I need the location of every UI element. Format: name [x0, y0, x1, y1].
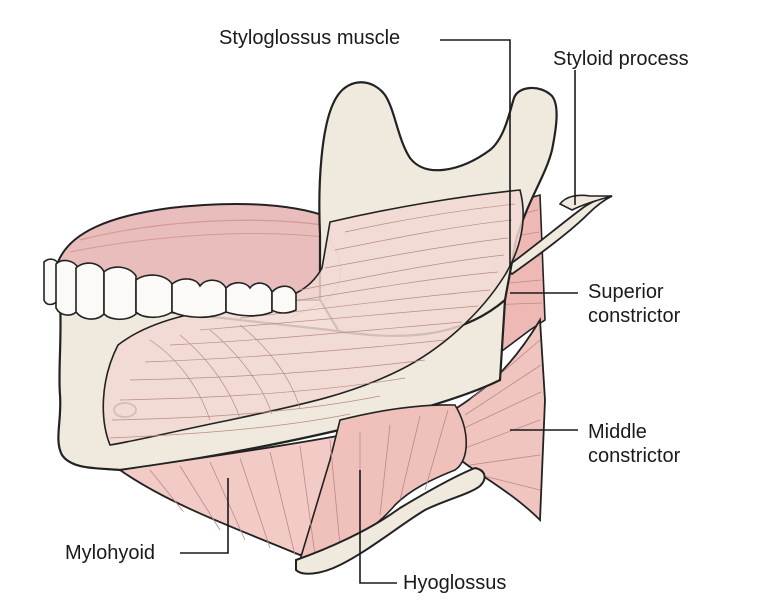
label-superior-constrictor: Superior constrictor	[588, 280, 680, 328]
leader-hyoglossus	[359, 470, 397, 584]
label-mylohyoid: Mylohyoid	[65, 542, 156, 564]
canine	[75, 262, 105, 320]
premolar	[135, 274, 173, 319]
incisor	[55, 259, 79, 316]
styloid-process	[503, 194, 613, 276]
label-superior-line2: constrictor	[588, 305, 681, 327]
tongue-texture	[69, 233, 333, 253]
leader-lines	[180, 39, 578, 584]
label-middle-line2: constrictor	[588, 445, 681, 467]
label-hyoglossus: Hyoglossus	[403, 572, 507, 594]
label-styloid-process: Styloid process	[553, 48, 689, 70]
floor-muscles	[117, 404, 486, 575]
label-superior-line1: Superior	[588, 281, 664, 303]
premolar	[103, 266, 137, 321]
leader-styloglossus	[440, 39, 511, 268]
leader-mylohyoid	[180, 478, 229, 554]
label-middle-line1: Middle	[588, 421, 647, 443]
molar	[271, 285, 297, 314]
styloglossus-fibers	[109, 203, 516, 439]
molar	[225, 281, 273, 317]
molar	[171, 278, 227, 319]
label-styloglossus-muscle: Styloglossus muscle	[219, 27, 401, 49]
tongue-texture	[79, 219, 331, 241]
hyoid-bone	[295, 466, 486, 575]
label-middle-constrictor: Middle constrictor	[588, 420, 680, 468]
teeth	[43, 258, 297, 321]
styloid-tip	[558, 194, 613, 211]
